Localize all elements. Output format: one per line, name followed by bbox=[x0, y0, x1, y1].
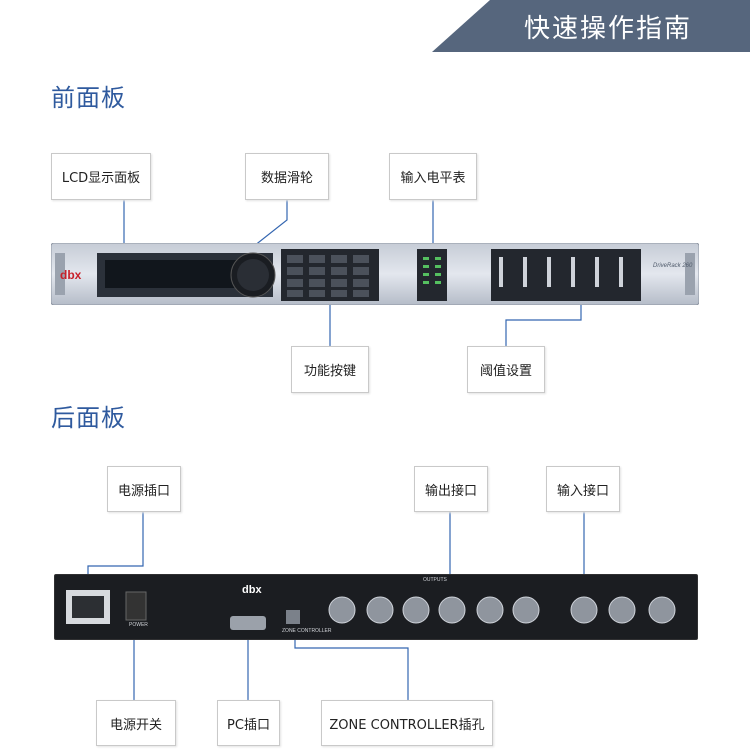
label-input-ports: 输入接口 bbox=[546, 466, 620, 512]
label-power-switch: 电源开关 bbox=[96, 700, 176, 746]
label-lcd-panel: LCD显示面板 bbox=[51, 153, 151, 200]
header-banner: 快速操作指南 bbox=[432, 0, 750, 52]
label-threshold: 阈值设置 bbox=[467, 346, 545, 393]
front-brand-logo: dbx bbox=[60, 268, 82, 282]
rear-zone-caption: ZONE CONTROLLER bbox=[282, 628, 332, 634]
rear-outputs-caption: OUTPUTS bbox=[423, 577, 447, 583]
rear-brand-logo: dbx bbox=[242, 584, 262, 596]
label-data-wheel: 数据滑轮 bbox=[245, 153, 329, 200]
rear-panel-heading: 后面板 bbox=[51, 404, 126, 432]
label-pc-port: PC插口 bbox=[217, 700, 280, 746]
label-output-ports: 输出接口 bbox=[414, 466, 488, 512]
label-power-socket: 电源插口 bbox=[107, 466, 181, 512]
front-panel-device bbox=[51, 243, 699, 305]
front-model-name: DriveRack 260 bbox=[653, 263, 693, 269]
label-input-meter: 输入电平表 bbox=[389, 153, 477, 200]
rear-panel-device bbox=[54, 574, 698, 640]
rear-power-caption: POWER bbox=[129, 622, 148, 628]
label-zone-controller: ZONE CONTROLLER插孔 bbox=[321, 700, 493, 746]
page-title: 快速操作指南 bbox=[523, 14, 692, 44]
label-function-keys: 功能按键 bbox=[291, 346, 369, 393]
banner-shape bbox=[432, 0, 750, 52]
front-panel-heading: 前面板 bbox=[51, 84, 126, 112]
